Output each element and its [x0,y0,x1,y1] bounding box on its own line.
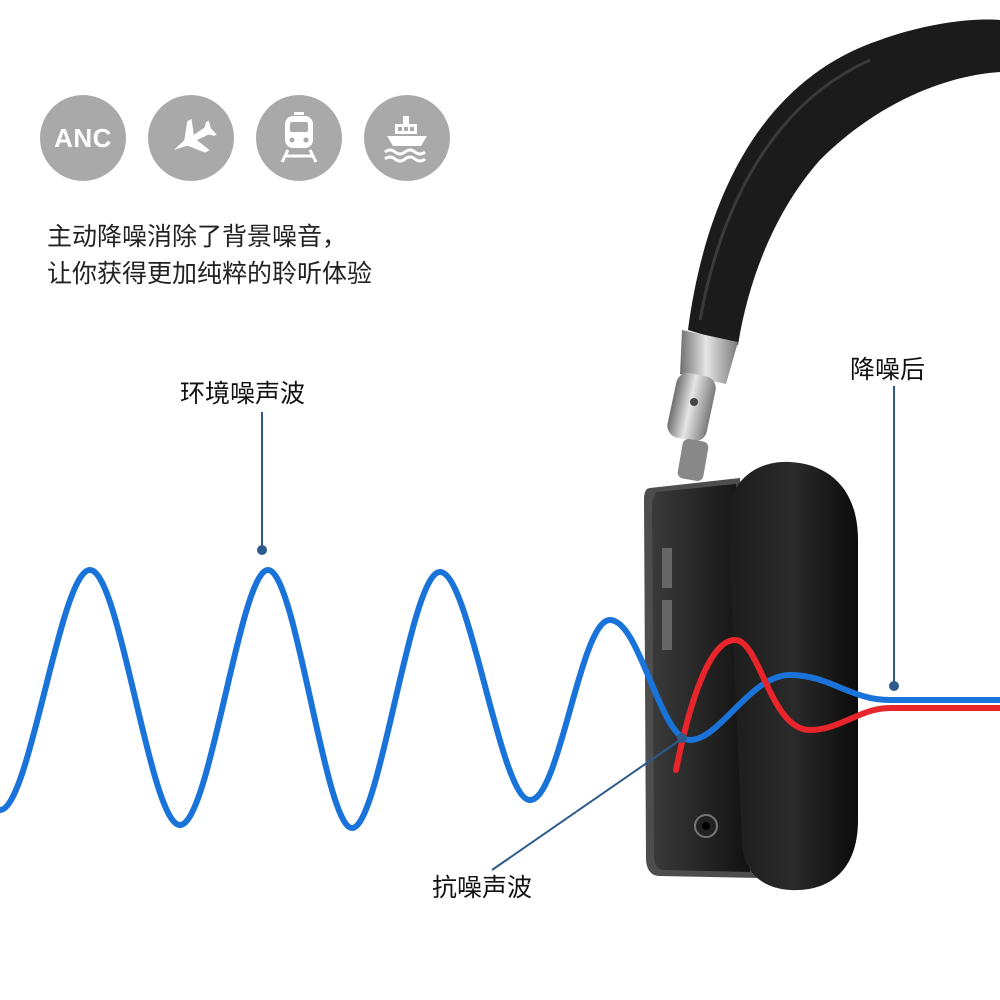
airplane-icon [148,95,234,181]
headline-line-2: 让你获得更加纯粹的聆听体验 [47,259,373,288]
train-icon [256,95,342,181]
anti-noise-label: 抗噪声波 [432,873,533,902]
anti-leader-dot [677,733,687,743]
anc-icon-text: ANC [54,122,112,153]
ambient-leader-dot [257,545,267,555]
after-anc-label: 降噪后 [850,355,926,384]
ship-icon [364,95,450,181]
hinge [680,330,738,384]
after-leader-dot [889,681,899,691]
headline-line-1: 主动降噪消除了背景噪音， [47,222,348,251]
anc-icon: ANC [40,95,126,181]
feature-icon-row: ANC [40,95,460,185]
ambient-noise-label: 环境噪声波 [180,379,306,408]
headline: 主动降噪消除了背景噪音， 让你获得更加纯粹的聆听体验 [47,218,372,292]
anti-leader-line [491,739,681,871]
anti-noise-wave [673,636,1000,773]
headband [688,19,1000,346]
